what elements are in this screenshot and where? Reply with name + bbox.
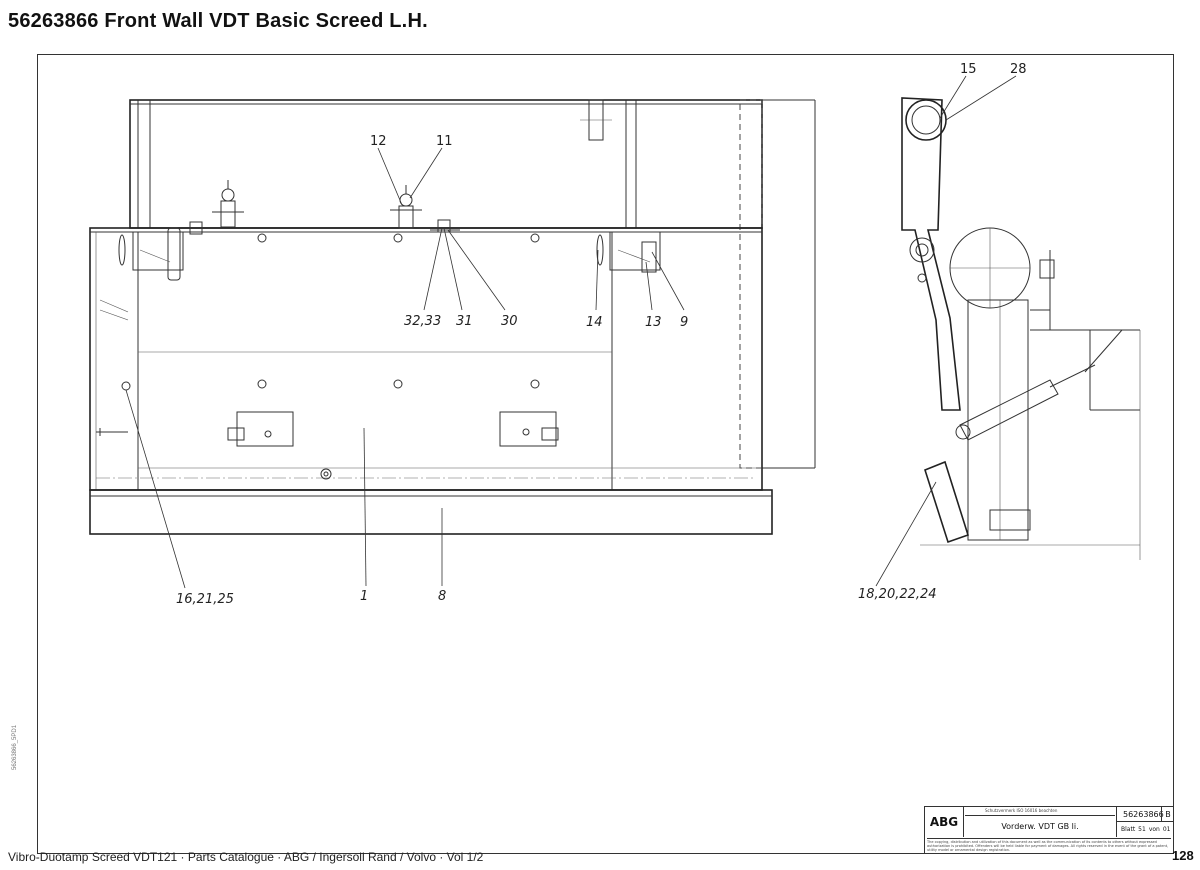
legal-notice: The copying, distribution and utilizatio… [927,838,1171,852]
abg-logo: ABG [925,807,964,837]
title-block: ABG Schutzvermerk ISO 16016 beachten Vor… [924,806,1174,854]
callouts: 15 28 12 11 32,33 31 30 14 13 9 16,21,25… [176,62,1027,607]
sheet-number: 51 [1138,826,1146,833]
callout-8: 8 [438,589,446,604]
leader-lines [125,75,1017,589]
side-code: 56263866_5PD1 [12,724,18,770]
handle-right [390,185,422,229]
sheet-label: Blatt [1121,826,1136,833]
callout-30: 30 [501,314,518,329]
page-number: 128 [1172,848,1194,863]
hinge-right [609,231,661,271]
protection-note: Schutzvermerk ISO 16016 beachten [985,808,1058,813]
hinge-left [132,231,184,271]
screed-plate [89,489,773,535]
page-title: 56263866 Front Wall VDT Basic Screed L.H… [8,10,428,32]
mount-plate-right [499,411,557,447]
callout-13: 13 [645,315,662,330]
callout-1: 1 [360,589,368,604]
sheet-cell: Blatt 51 von 01 [1116,822,1174,837]
side-view [901,97,1141,560]
hydraulic-cylinder [955,329,1123,441]
handle-left [212,180,244,228]
drawing-name: Vorderw. VDT GB li. [965,815,1115,836]
callout-14: 14 [586,315,603,330]
front-view [89,99,816,535]
drawing-frame [37,54,1174,854]
sheet-total: 01 [1162,826,1171,833]
callout-18-20-22-24: 18,20,22,24 [858,587,937,602]
front-wall-plate [89,227,763,491]
drawing-number-cell: 56263866 B [1116,807,1174,822]
callout-32-33: 32,33 [404,314,441,329]
scraper-plate [924,460,969,544]
callout-15: 15 [960,62,977,77]
callout-16-21-25: 16,21,25 [176,592,234,607]
revision: B [1161,807,1174,822]
bolt-holes [121,233,540,480]
of-label: von [1148,826,1160,833]
upper-frame [129,99,763,229]
callout-12: 12 [370,134,387,149]
callout-11: 11 [436,134,453,149]
callout-9: 9 [680,315,688,330]
drawing-number: 56263866 [1123,809,1164,819]
callout-28: 28 [1010,62,1027,77]
footer-text: Vibro-Duotamp Screed VDT121 · Parts Cata… [8,850,484,864]
callout-31: 31 [456,314,473,329]
mount-plate-left [236,411,294,447]
